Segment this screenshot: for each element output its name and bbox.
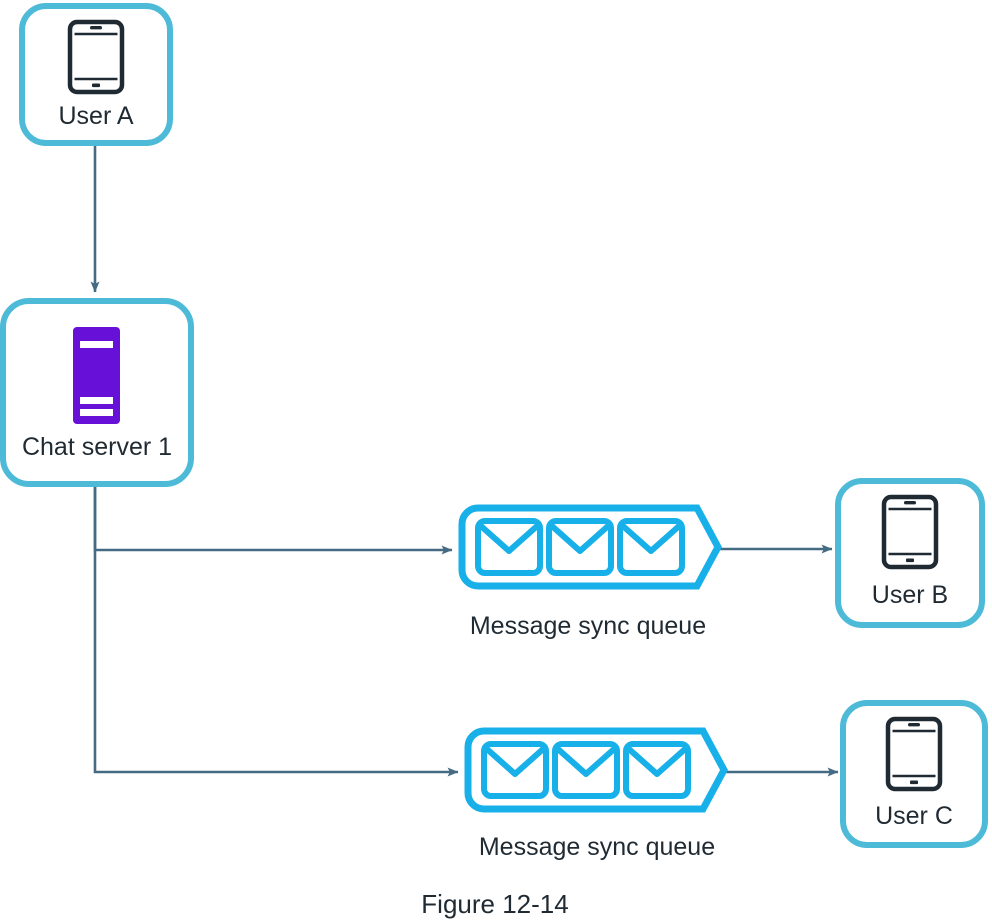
chat-server-1-label: Chat server 1	[22, 433, 172, 461]
user-a-label: User A	[58, 102, 133, 130]
envelope-icon	[623, 741, 691, 799]
queue-c-label: Message sync queue	[479, 833, 715, 861]
queue-message-sync-queue-c[interactable]: Message sync queue	[464, 727, 728, 861]
mobile-phone-icon	[67, 19, 125, 95]
envelope-icon	[546, 518, 614, 576]
user-b-label: User B	[872, 581, 948, 609]
user-a-box[interactable]	[19, 3, 173, 146]
envelope-icon	[481, 741, 549, 799]
user-c-label: User C	[875, 802, 953, 830]
node-user-a[interactable]: User A	[19, 3, 173, 146]
figure-caption: Figure 12-14	[421, 889, 568, 919]
node-user-b[interactable]: User B	[835, 478, 985, 628]
envelope-icon	[552, 741, 620, 799]
queue-b-label: Message sync queue	[470, 612, 706, 640]
queue-message-sync-queue-b[interactable]: Message sync queue	[458, 504, 722, 640]
mobile-phone-icon	[885, 716, 943, 792]
node-chat-server-1[interactable]: Chat server 1	[0, 298, 194, 487]
node-user-c[interactable]: User C	[840, 700, 988, 848]
envelope-icon	[617, 518, 685, 576]
connector-chat-server-to-queue-b	[93, 484, 453, 555]
envelope-icon	[475, 518, 543, 576]
server-icon	[73, 327, 120, 424]
user-c-box[interactable]	[840, 700, 988, 848]
queue-c-shape[interactable]	[464, 727, 728, 813]
mobile-phone-icon	[881, 494, 939, 570]
connector-chat-server-to-queue-c	[93, 484, 459, 777]
queue-b-shape[interactable]	[458, 504, 722, 590]
